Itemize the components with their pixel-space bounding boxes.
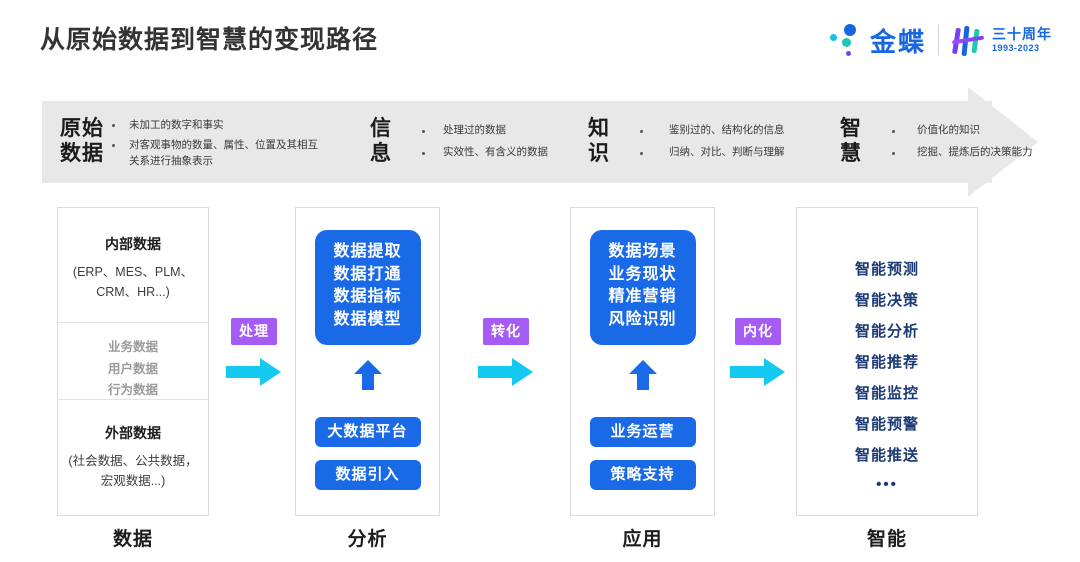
external-data-title: 外部数据	[105, 425, 161, 441]
column-label-data: 数据	[112, 529, 153, 550]
list-item: 业务现状	[608, 265, 677, 283]
panel-intelligence: 智能预测 智能决策 智能分析 智能推荐 智能监控 智能预警 智能推送 •••	[796, 207, 978, 516]
connector-label: 内化	[735, 318, 781, 345]
bullet-dot-icon	[640, 151, 643, 155]
right-arrow-icon	[474, 357, 538, 387]
list-item: 行为数据	[107, 383, 158, 397]
list-item: 数据提取	[333, 243, 402, 260]
connector-label: 转化	[483, 318, 529, 345]
anniversary-badge: 三十周年 1993-2023	[951, 23, 1052, 57]
connector-processing: 处理	[222, 318, 286, 387]
list-item: 业务数据	[107, 340, 158, 354]
up-arrow-icon	[626, 358, 660, 392]
column-label-application: 应用	[622, 529, 663, 550]
application-sub-box-1[interactable]: 业务运营	[589, 417, 696, 447]
stage-name: 知 识	[588, 117, 610, 165]
list-item: 数据指标	[333, 288, 402, 306]
stage-bullets: 未加工的数字和事实 对客观事物的数量、属性、位置及其相互关系进行抽象表示	[112, 115, 319, 168]
bullet-dot-icon	[422, 129, 425, 133]
stage-bullets: 鉴别过的、结构化的信息 归纳、对比、判断与理解	[640, 120, 785, 164]
intelligence-list: 智能预测 智能决策 智能分析 智能推荐 智能监控 智能预警 智能推送 •••	[797, 254, 977, 498]
banner-body	[42, 101, 992, 183]
stage-name: 原始 数据	[60, 117, 104, 165]
brand-logo: 金蝶 三十周年 1993-2023	[826, 20, 1052, 60]
internal-data-title: 内部数据	[105, 236, 161, 252]
internal-data-section: 内部数据 (ERP、MES、PLM、CRM、HR...)	[58, 208, 208, 323]
stage-bullets: 价值化的知识 挖掘、提炼后的决策能力	[892, 120, 1033, 164]
list-item: 数据模型	[333, 311, 402, 329]
anniversary-mark-icon	[951, 23, 985, 57]
external-data-subtitle: (社会数据、公共数据，宏观数据...)	[68, 454, 198, 489]
anniversary-text: 三十周年	[992, 25, 1052, 42]
banner-stage-raw-data: 原始 数据 未加工的数字和事实 对客观事物的数量、属性、位置及其相互关系进行抽象…	[60, 101, 319, 183]
analysis-sub-box-2[interactable]: 数据引入	[314, 460, 421, 490]
list-item: 智能推荐	[854, 354, 919, 372]
banner-stage-wisdom: 智 慧 价值化的知识 挖掘、提炼后的决策能力	[840, 101, 1033, 183]
bullet-dot-icon	[640, 129, 643, 133]
panel-analysis: 数据提取 数据打通 数据指标 数据模型 大数据平台 数据引入	[295, 207, 440, 516]
panel-application: 数据场景 业务现状 精准营销 风险识别 业务运营 策略支持	[570, 207, 715, 516]
brand-name: 金蝶	[869, 27, 926, 58]
list-ellipsis: •••	[876, 476, 898, 494]
stage-name: 信 息	[370, 117, 392, 165]
right-arrow-icon	[726, 357, 790, 387]
connector-internalization: 内化	[726, 318, 790, 387]
stage-banner: 原始 数据 未加工的数字和事实 对客观事物的数量、属性、位置及其相互关系进行抽象…	[42, 87, 1038, 197]
bullet-dot-icon	[422, 151, 425, 155]
data-types-section: 业务数据 用户数据 行为数据	[58, 323, 208, 400]
external-data-section: 外部数据 (社会数据、公共数据，宏观数据...)	[58, 400, 208, 516]
list-item: 数据场景	[608, 243, 677, 260]
bullet-dot-icon	[892, 151, 895, 155]
stage-bullets: 处理过的数据 实效性、有含义的数据	[422, 120, 548, 164]
column-label-intelligence: 智能	[866, 529, 907, 550]
brand-divider	[938, 25, 939, 55]
banner-stage-information: 信 息 处理过的数据 实效性、有含义的数据	[370, 101, 548, 183]
bullet-dot-icon	[112, 123, 115, 127]
analysis-main-box[interactable]: 数据提取 数据打通 数据指标 数据模型	[314, 230, 421, 345]
anniversary-years: 1993-2023	[992, 42, 1040, 53]
analysis-sub-box-1[interactable]: 大数据平台	[314, 417, 421, 447]
list-item: 用户数据	[107, 361, 158, 376]
banner-stage-knowledge: 知 识 鉴别过的、结构化的信息 归纳、对比、判断与理解	[588, 101, 785, 183]
column-label-analysis: 分析	[347, 529, 388, 550]
page-title: 从原始数据到智慧的变现路径	[40, 26, 379, 54]
connector-label: 处理	[231, 318, 277, 345]
list-item: 智能决策	[854, 292, 919, 310]
list-item: 精准营销	[608, 288, 677, 306]
application-main-box[interactable]: 数据场景 业务现状 精准营销 风险识别	[589, 230, 696, 345]
list-item: 智能预警	[854, 416, 919, 434]
list-item: 风险识别	[608, 311, 677, 329]
stage-name: 智 慧	[840, 117, 862, 165]
internal-data-subtitle: (ERP、MES、PLM、CRM、HR...)	[72, 265, 194, 300]
application-sub-box-2[interactable]: 策略支持	[589, 460, 696, 490]
banner-arrow-head	[968, 87, 1038, 197]
list-item: 智能监控	[854, 385, 919, 403]
right-arrow-icon	[222, 357, 286, 387]
bullet-dot-icon	[112, 144, 115, 148]
list-item: 智能预测	[854, 261, 919, 278]
list-item: 智能分析	[854, 323, 919, 341]
list-item: 数据打通	[333, 265, 402, 283]
up-arrow-icon	[351, 358, 385, 392]
list-item: 智能推送	[854, 447, 919, 465]
bullet-dot-icon	[892, 129, 895, 133]
connector-transformation: 转化	[474, 318, 538, 387]
kingdee-dots-icon	[826, 23, 864, 57]
panel-data: 内部数据 (ERP、MES、PLM、CRM、HR...) 业务数据 用户数据 行…	[57, 207, 209, 516]
